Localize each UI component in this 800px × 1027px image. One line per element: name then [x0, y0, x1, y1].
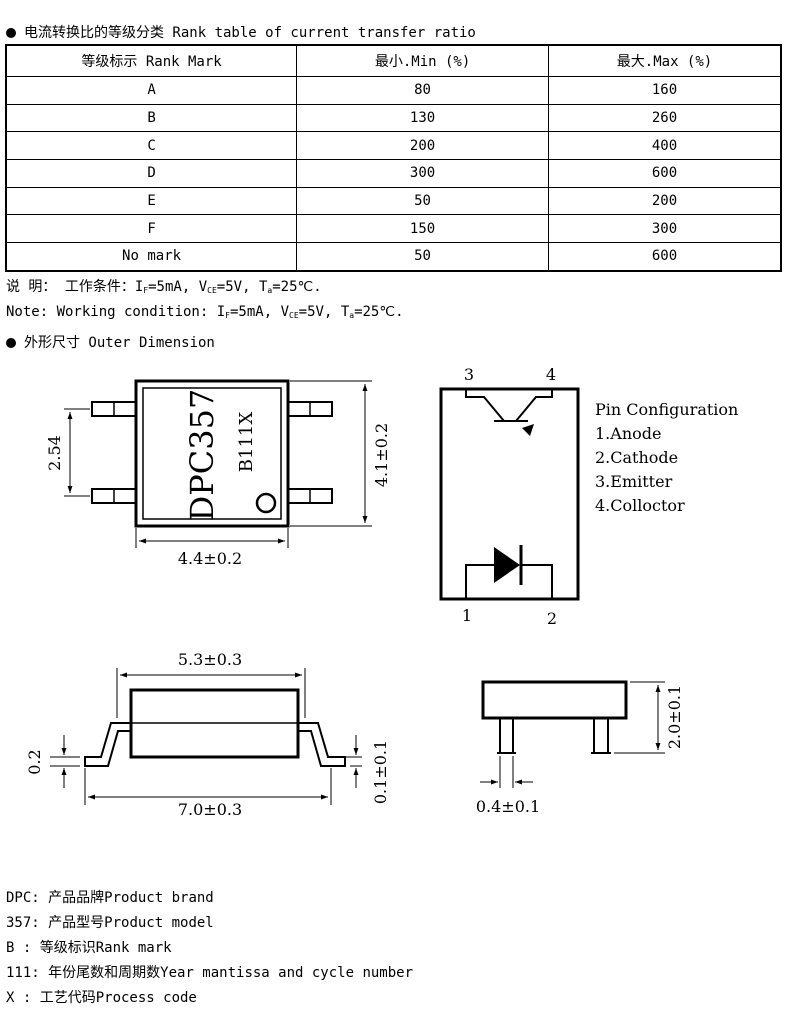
col-header-rank: 等级标示 Rank Mark [5, 44, 298, 77]
table-row: F 150 300 [5, 214, 782, 244]
min-cell: 130 [296, 103, 549, 133]
legend-item: 357: 产品型号Product model [6, 915, 214, 931]
bullet-icon [6, 28, 16, 38]
marking-legend: DPC: 产品品牌Product brand 357: 产品型号Product … [6, 886, 413, 1011]
legend-item: 111: 年份尾数和周期数Year mantissa and cycle num… [6, 965, 414, 981]
bullet-icon [6, 338, 16, 348]
legend-item: X : 工艺代码Process code [6, 990, 197, 1006]
pin-schematic: 3 4 1 2 [439, 365, 580, 628]
dim-lead-label: 0.2 [25, 749, 44, 774]
max-cell: 600 [548, 242, 782, 272]
dim-total-label: 7.0±0.3 [178, 800, 242, 819]
rank-cell: A [5, 76, 298, 105]
legend-item: DPC: 产品品牌Product brand [6, 890, 214, 906]
pin-config-item: 4.Colloctor [595, 496, 685, 515]
dim-lead-width-label: 0.4±0.1 [476, 797, 540, 816]
marking-line2: B111X [236, 412, 257, 473]
pin2-label: 2 [547, 609, 557, 628]
table-row: E 50 200 [5, 186, 782, 216]
min-cell: 80 [296, 76, 549, 105]
dim-width-label: 4.4±0.2 [178, 549, 242, 568]
min-cell: 150 [296, 214, 549, 244]
max-cell: 200 [548, 186, 782, 216]
end-view: 2.0±0.1 0.4±0.1 [476, 680, 684, 816]
pin3-label: 3 [464, 365, 474, 384]
rank-table-heading: 电流转换比的等级分类 Rank table of current transfe… [6, 22, 476, 42]
note-cn: 说 明： 工作条件：IF=5mA, VCE=5V, Ta=25℃. [6, 279, 322, 295]
table-header-row: 等级标示 Rank Mark 最小.Min (%) 最大.Max (%) [5, 44, 782, 77]
rank-cell: F [5, 214, 298, 244]
note-en: Note: Working condition: IF=5mA, VCE=5V,… [6, 304, 404, 320]
dim-end-height-label: 2.0±0.1 [665, 685, 684, 749]
pin-config-item: 3.Emitter [595, 472, 673, 491]
max-cell: 160 [548, 76, 782, 105]
min-cell: 50 [296, 242, 549, 272]
side-view: 5.3±0.3 7.0±0.3 0.2 0.1±0.1 [25, 650, 390, 819]
pin1-label: 1 [462, 606, 472, 625]
dim-body-label: 5.3±0.3 [178, 650, 242, 669]
pin-config-title: Pin Configuration [595, 400, 739, 419]
rank-cell: No mark [5, 242, 298, 272]
led-symbol [465, 545, 553, 599]
dim-height-label: 4.1±0.2 [372, 423, 391, 487]
pin4-label: 4 [546, 365, 556, 384]
pin-configuration: Pin Configuration 1.Anode 2.Cathode 3.Em… [595, 398, 738, 518]
dimension-heading: 外形尺寸 Outer Dimension [6, 332, 215, 352]
top-view: DPC357 B111X 2.54 4.4±0.2 4.1±0.2 [45, 379, 391, 568]
dim-pitch-label: 2.54 [45, 435, 64, 471]
pin-config-item: 1.Anode [595, 424, 662, 443]
table-row: No mark 50 600 [5, 242, 782, 272]
pin-config-item: 2.Cathode [595, 448, 679, 467]
dim-standoff-label: 0.1±0.1 [371, 740, 390, 804]
legend-item: B : 等级标识Rank mark [6, 940, 172, 956]
marking-line1: DPC357 [183, 389, 221, 522]
table-row: A 80 160 [5, 76, 782, 105]
phototransistor-symbol [465, 389, 553, 436]
rank-table: 等级标示 Rank Mark 最小.Min (%) 最大.Max (%) A 8… [5, 44, 782, 272]
